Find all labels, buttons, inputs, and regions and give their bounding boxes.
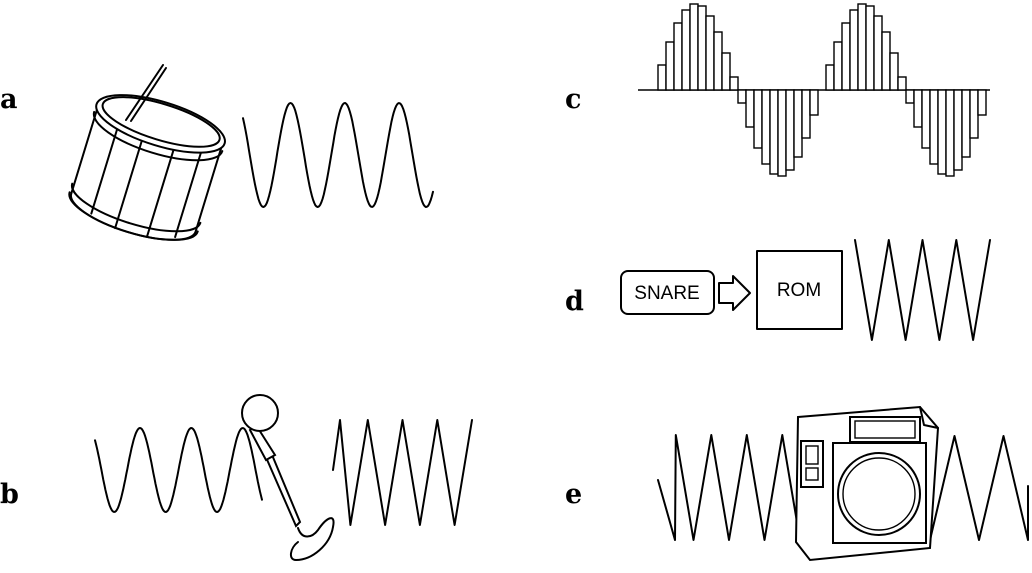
panel-label-a: a [0, 84, 18, 115]
sample-bar [937, 89, 947, 175]
sample-bar [897, 76, 907, 91]
sample-bar [785, 89, 795, 171]
sample-bar [905, 89, 915, 104]
waveform-b-output [332, 419, 473, 526]
sample-bar [673, 22, 683, 91]
sample-bar [697, 5, 707, 91]
waveform-e-left [657, 434, 801, 541]
sample-bar [977, 89, 987, 116]
sample-bar [793, 89, 803, 158]
sample-bar [737, 89, 747, 104]
sample-bar [961, 89, 971, 158]
arrow-right-icon [718, 275, 751, 311]
snare-box-label: SNARE [634, 283, 699, 304]
snare-drum-icon [68, 64, 226, 241]
sample-bar [873, 15, 883, 91]
sample-bar [801, 89, 811, 139]
panel-label-b: b [0, 479, 19, 510]
sample-bar [881, 31, 891, 91]
sample-bar [825, 64, 835, 91]
waveform-d [854, 239, 991, 341]
sample-bar [865, 5, 875, 91]
sample-bar [945, 89, 955, 177]
speaker-cabinet-icon [794, 405, 940, 562]
sample-bar [841, 22, 851, 91]
sample-bar [729, 76, 739, 91]
rom-box-label: ROM [777, 280, 821, 301]
waveform-e-right [929, 435, 1029, 541]
sampled-waveform [638, 3, 990, 177]
sample-bar [849, 9, 859, 91]
sample-bar [953, 89, 963, 171]
snare-box: SNARE [620, 270, 715, 315]
sample-bar [969, 89, 979, 139]
sample-bar [921, 89, 931, 149]
waveform-b-input [94, 427, 263, 513]
sample-bar [929, 89, 939, 165]
sample-bar [689, 3, 699, 91]
panel-label-e: e [565, 479, 582, 510]
sample-bar [809, 89, 819, 116]
sample-bar [713, 31, 723, 91]
sample-bar [705, 15, 715, 91]
sample-bar [721, 52, 731, 91]
sample-bar [665, 41, 675, 91]
sample-bar [753, 89, 763, 149]
sample-bar [745, 89, 755, 128]
waveform-a [242, 102, 434, 208]
sample-bar [681, 9, 691, 91]
sample-bar [769, 89, 779, 175]
sample-bar [761, 89, 771, 165]
sample-bar [857, 3, 867, 91]
microphone-icon [241, 394, 335, 561]
sample-bar [889, 52, 899, 91]
panel-label-d: d [565, 286, 584, 317]
sample-bar [833, 41, 843, 91]
sample-bar [657, 64, 667, 91]
panel-label-c: c [565, 84, 581, 115]
rom-box: ROM [756, 250, 843, 330]
sample-bar [913, 89, 923, 128]
sample-bar [777, 89, 787, 177]
